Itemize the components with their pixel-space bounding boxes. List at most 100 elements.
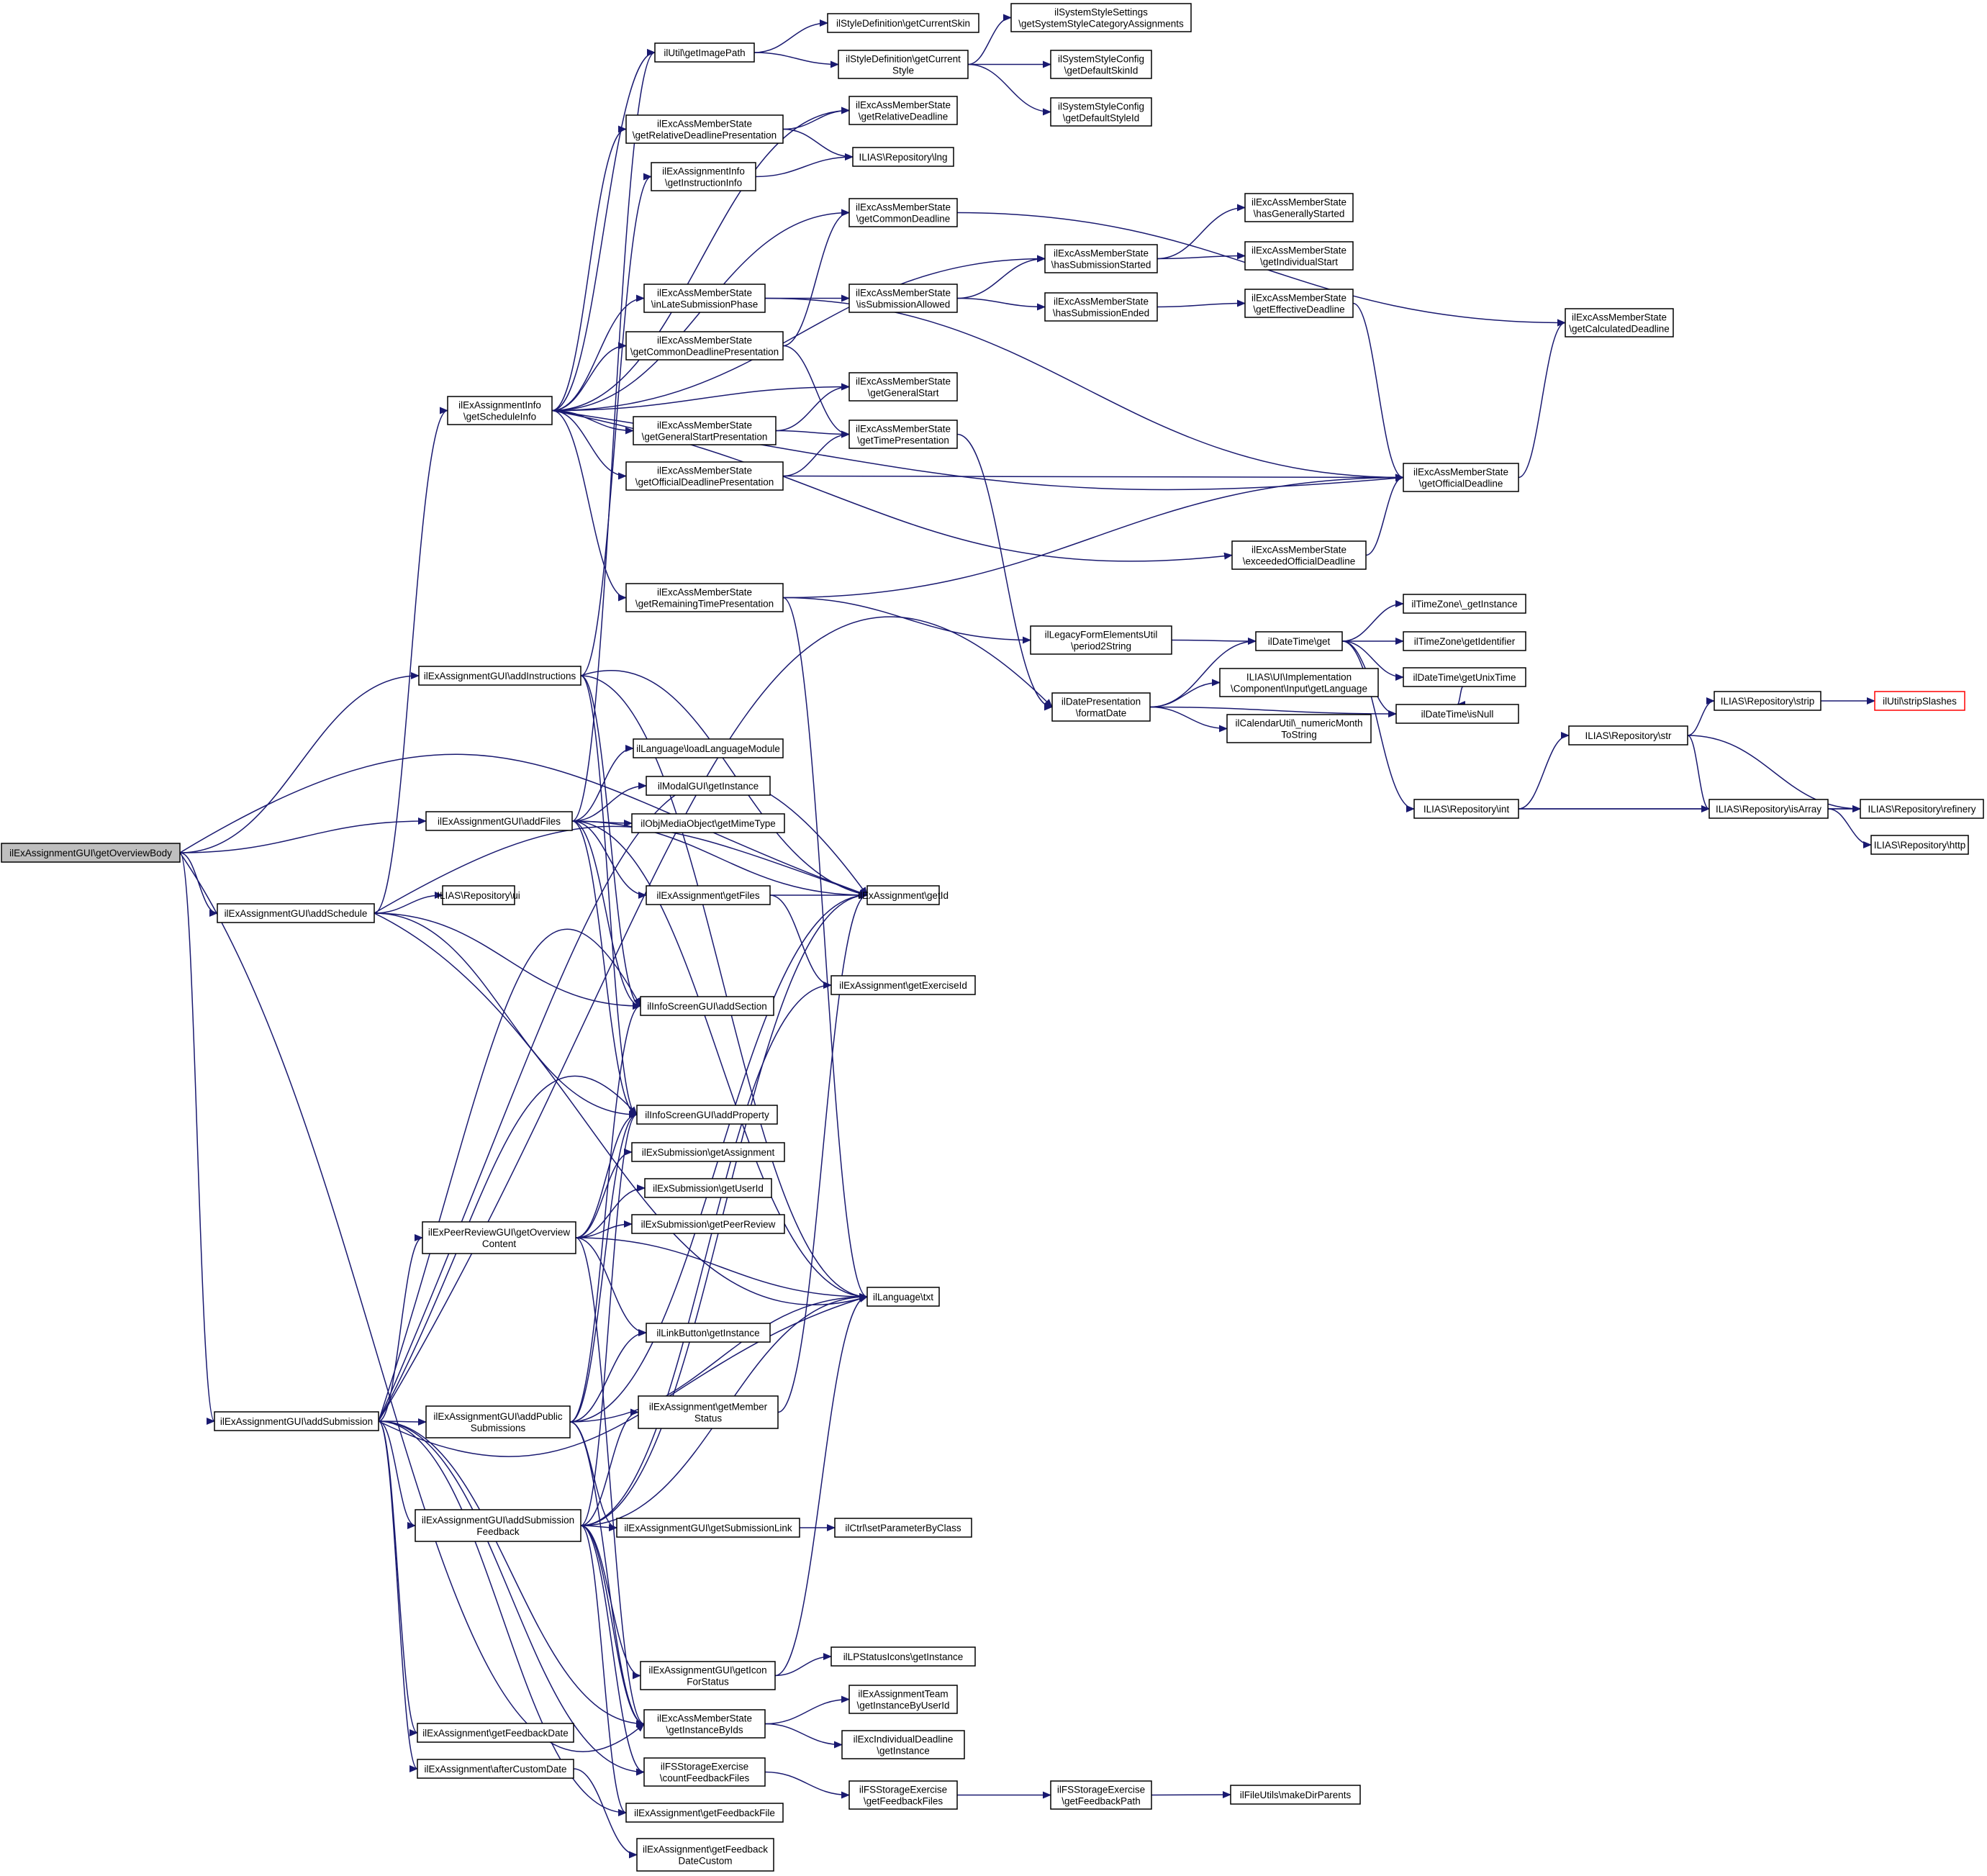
graph-node-n78[interactable]: ILIAS\Repository\strip xyxy=(1714,691,1821,711)
graph-node-n64[interactable]: ilExcAssMemberState\exceededOfficialDead… xyxy=(1231,540,1367,570)
graph-node-n31[interactable]: ilExAssignmentGUI\getSubmissionLink xyxy=(616,1518,800,1538)
edge-n75-n76 xyxy=(1518,732,1570,810)
graph-node-n58[interactable]: ilLegacyFormElementsUtil\period2String xyxy=(1030,625,1172,655)
node-label: ForStatus xyxy=(687,1677,729,1687)
graph-node-n65[interactable]: ilDateTime\get xyxy=(1255,631,1343,651)
graph-node-n80[interactable]: ILIAS\Repository\http xyxy=(1870,835,1969,855)
graph-node-n14[interactable]: ilExAssignmentInfo\getInstructionInfo xyxy=(651,162,756,191)
graph-node-n45[interactable]: ilExAssignment\getId xyxy=(858,885,949,905)
graph-node-n35[interactable]: ilExAssignment\getFeedbackFile xyxy=(625,1803,784,1823)
node-label: \isSubmissionAllowed xyxy=(856,299,951,310)
graph-node-n20[interactable]: ilLanguage\loadLanguageModule xyxy=(633,738,784,758)
graph-node-n27[interactable]: ilExSubmission\getUserId xyxy=(644,1178,772,1198)
node-label: \getSystemStyleCategoryAssignments xyxy=(1018,19,1184,30)
graph-node-n1[interactable]: ilExAssignmentGUI\addSchedule xyxy=(217,903,375,923)
graph-node-n34[interactable]: ilFSStorageExercise\countFeedbackFiles xyxy=(643,1757,766,1787)
graph-node-n73[interactable]: ilDateTime\getUnixTime xyxy=(1403,667,1526,687)
graph-node-n81[interactable]: ilUtil\stripSlashes xyxy=(1874,691,1965,711)
graph-node-n22[interactable]: ilObjMediaObject\getMimeType xyxy=(631,813,785,833)
graph-node-n21[interactable]: ilModalGUI\getInstance xyxy=(646,776,771,796)
graph-node-n28[interactable]: ilExSubmission\getPeerReview xyxy=(631,1214,785,1234)
graph-node-n59[interactable]: ilDatePresentation\formatDate xyxy=(1051,692,1151,722)
graph-node-n66[interactable]: ILIAS\UI\Implementation\Component\Input\… xyxy=(1219,668,1379,697)
graph-node-n51[interactable]: ilExcIndividualDeadline\getInstance xyxy=(841,1730,965,1759)
graph-node-n17[interactable]: ilExcAssMemberState\getGeneralStartPrese… xyxy=(633,416,777,445)
graph-node-n76[interactable]: ILIAS\Repository\str xyxy=(1568,725,1688,746)
graph-node-n6[interactable]: ILIAS\Repository\ui xyxy=(437,885,520,905)
node-box xyxy=(830,1646,976,1667)
graph-node-n63[interactable]: ilExcAssMemberState\getEffectiveDeadline xyxy=(1244,289,1354,318)
node-box xyxy=(636,1838,774,1872)
graph-node-n19[interactable]: ilExcAssMemberState\getRemainingTimePres… xyxy=(625,583,784,612)
graph-node-n39[interactable]: ilExcAssMemberState\getRelativeDeadline xyxy=(848,96,958,125)
graph-node-n11[interactable]: ilExAssignment\afterCustomDate xyxy=(417,1759,574,1779)
graph-node-n70[interactable]: ilExcAssMemberState\getOfficialDeadline xyxy=(1403,463,1519,492)
graph-node-n48[interactable]: ilCtrl\setParameterByClass xyxy=(834,1518,972,1538)
graph-node-n50[interactable]: ilExAssignmentTeam\getInstanceByUserId xyxy=(848,1685,958,1714)
graph-node-n18[interactable]: ilExcAssMemberState\getOfficialDeadlineP… xyxy=(625,461,784,491)
edge-n1-n47 xyxy=(374,912,868,1306)
graph-node-n23[interactable]: ilExAssignment\getFiles xyxy=(646,885,771,905)
graph-node-n62[interactable]: ilExcAssMemberState\getIndividualStart xyxy=(1244,241,1354,271)
graph-node-n55[interactable]: ilSystemStyleConfig\getDefaultStyleId xyxy=(1050,97,1152,127)
edge-n56-n61 xyxy=(1157,204,1246,260)
graph-node-n54[interactable]: ilSystemStyleConfig\getDefaultSkinId xyxy=(1050,50,1152,79)
graph-node-n44[interactable]: ilExcAssMemberState\getTimePresentation xyxy=(848,420,958,449)
edge-n57-n63 xyxy=(1157,299,1246,308)
graph-node-n56[interactable]: ilExcAssMemberState\hasSubmissionStarted xyxy=(1044,244,1158,273)
edge-n1-n25 xyxy=(374,912,638,1118)
graph-node-n74[interactable]: ilDateTime\isNull xyxy=(1395,704,1519,724)
graph-node-n46[interactable]: ilExAssignment\getExerciseId xyxy=(830,975,976,995)
graph-node-n40[interactable]: ILIAS\Repository\lng xyxy=(852,147,954,167)
graph-node-n43[interactable]: ilExcAssMemberState\getGeneralStart xyxy=(848,372,958,402)
graph-node-n4[interactable]: ilExAssignmentGUI\addSubmission xyxy=(214,1411,379,1431)
graph-node-n3[interactable]: ilExAssignmentGUI\addFiles xyxy=(425,811,573,831)
graph-node-n75[interactable]: ILIAS\Repository\int xyxy=(1413,799,1519,819)
node-label: ilExAssignmentInfo xyxy=(662,166,745,177)
edge-n1-n24 xyxy=(374,912,641,1010)
graph-node-n69[interactable]: ilExcAssMemberState\getCalculatedDeadlin… xyxy=(1565,308,1674,337)
graph-node-n41[interactable]: ilExcAssMemberState\getCommonDeadline xyxy=(848,198,958,227)
graph-node-n71[interactable]: ilTimeZone\_getInstance xyxy=(1403,594,1526,614)
graph-node-n25[interactable]: ilInfoScreenGUI\addProperty xyxy=(636,1105,778,1125)
edge-n14-n40 xyxy=(755,153,854,178)
edge-n5-n13 xyxy=(551,125,627,412)
node-label: ilExcAssMemberState xyxy=(657,466,752,476)
graph-node-n61[interactable]: ilExcAssMemberState\hasGenerallyStarted xyxy=(1244,193,1354,222)
graph-node-n60[interactable]: ilFSStorageExercise\getFeedbackPath xyxy=(1050,1780,1152,1810)
graph-node-n37[interactable]: ilStyleDefinition\getCurrentSkin xyxy=(827,13,979,33)
graph-node-n16[interactable]: ilExcAssMemberState\getCommonDeadlinePre… xyxy=(625,331,784,361)
graph-node-n26[interactable]: ilExSubmission\getAssignment xyxy=(631,1142,785,1162)
graph-node-n13[interactable]: ilExcAssMemberState\getRelativeDeadlineP… xyxy=(625,114,784,144)
graph-node-n2[interactable]: ilExAssignmentGUI\addInstructions xyxy=(418,666,581,686)
node-label: ilExcAssMemberState xyxy=(1252,245,1346,256)
graph-node-n42[interactable]: ilExcAssMemberState\isSubmissionAllowed xyxy=(848,284,958,313)
graph-node-n5[interactable]: ilExAssignmentInfo\getScheduleInfo xyxy=(447,396,553,425)
graph-node-n77[interactable]: ILIAS\Repository\isArray xyxy=(1708,799,1829,819)
graph-node-n79[interactable]: ILIAS\Repository\refinery xyxy=(1860,799,1984,819)
graph-node-n12[interactable]: ilUtil\getImagePath xyxy=(654,42,755,63)
graph-node-n0[interactable]: ilExAssignmentGUI\getOverviewBody xyxy=(1,843,181,863)
graph-node-n10[interactable]: ilExAssignment\getFeedbackDate xyxy=(417,1723,574,1743)
graph-node-n57[interactable]: ilExcAssMemberState\hasSubmissionEnded xyxy=(1044,292,1158,322)
graph-node-n53[interactable]: ilSystemStyleSettings\getSystemStyleCate… xyxy=(1010,3,1192,32)
graph-node-n47[interactable]: ilLanguage\txt xyxy=(866,1287,940,1307)
node-label: \getCommonDeadline xyxy=(856,214,951,225)
graph-node-n33[interactable]: ilExcAssMemberState\getInstanceByIds xyxy=(643,1709,766,1739)
graph-node-n72[interactable]: ilTimeZone\getIdentifier xyxy=(1403,631,1526,651)
node-label: ilExAssignmentGUI\addFiles xyxy=(438,816,561,827)
graph-node-n15[interactable]: ilExcAssMemberState\inLateSubmissionPhas… xyxy=(643,284,766,313)
graph-node-n68[interactable]: ilFileUtils\makeDirParents xyxy=(1230,1785,1361,1805)
graph-node-n29[interactable]: ilLinkButton\getInstance xyxy=(646,1323,771,1343)
graph-node-n49[interactable]: ilLPStatusIcons\getInstance xyxy=(830,1646,976,1667)
graph-node-n24[interactable]: ilInfoScreenGUI\addSection xyxy=(640,996,774,1016)
graph-node-n52[interactable]: ilFSStorageExercise\getFeedbackFiles xyxy=(848,1780,958,1810)
